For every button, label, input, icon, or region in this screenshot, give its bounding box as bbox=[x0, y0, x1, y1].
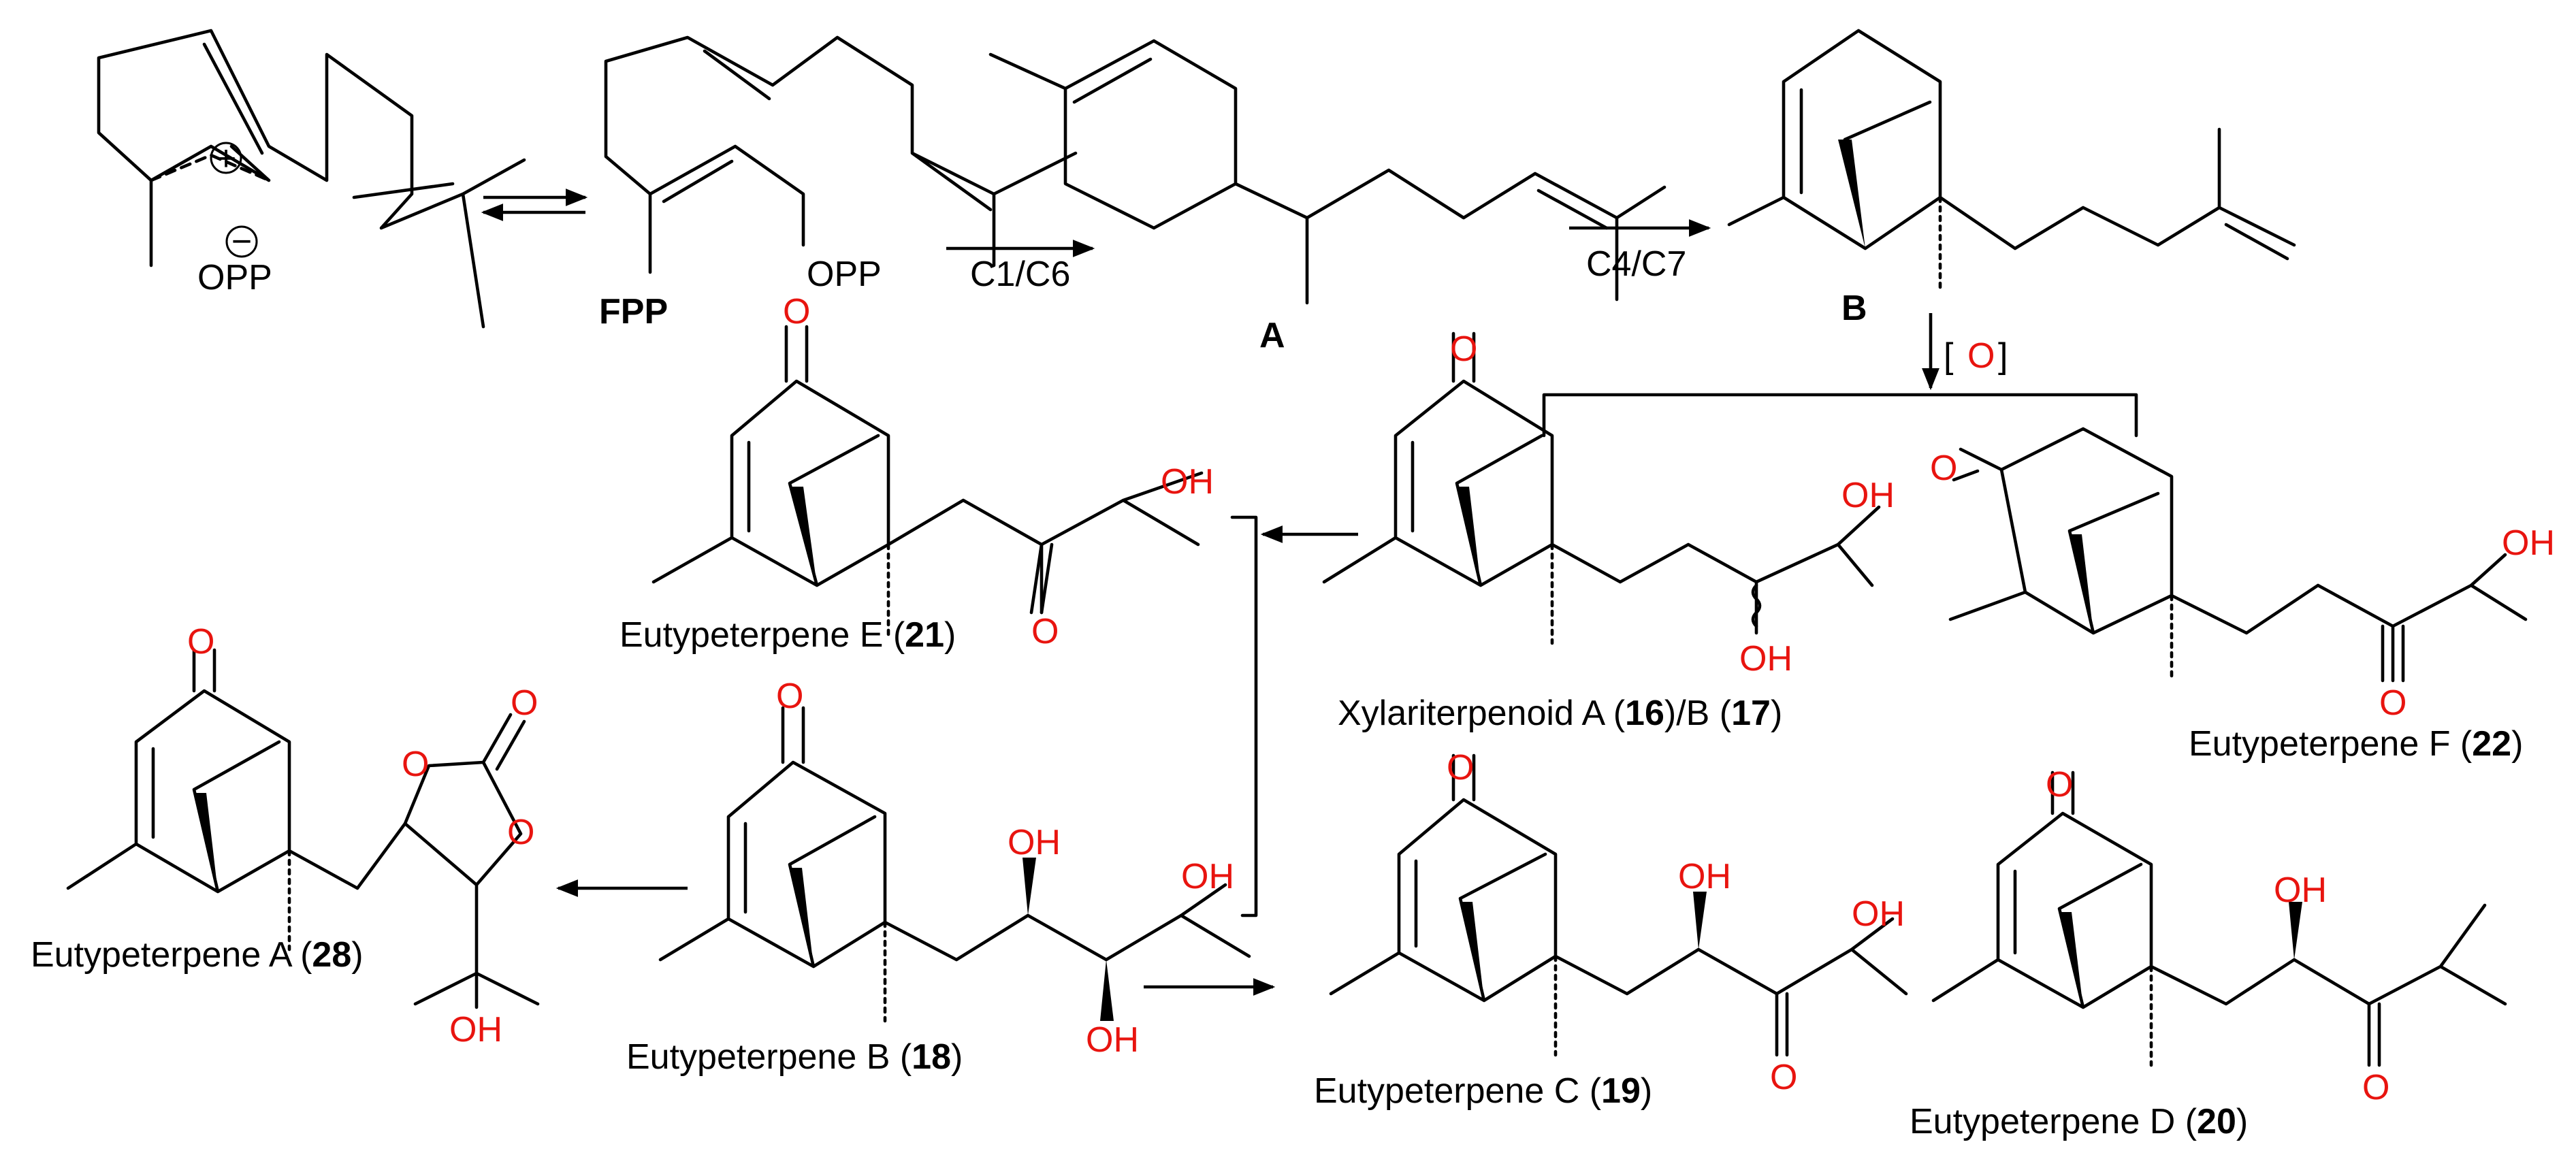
compound-a-structure: A bbox=[988, 39, 1667, 355]
eutypeterpene-a-structure: O O O O OH Eutypeterpene A (28) bbox=[31, 622, 540, 1050]
eutypeterpene-f-structure: O OH O Eutypeterpene F (22) bbox=[1930, 427, 2555, 764]
xyl-ketone-o: O bbox=[1450, 329, 1477, 369]
eutypeterpene-f-label: Eutypeterpene F (22) bbox=[2189, 724, 2523, 764]
a-ketone-o: O bbox=[187, 622, 214, 662]
d-ketone-o: O bbox=[2046, 765, 2073, 805]
b-oh-1: OH bbox=[1008, 823, 1061, 862]
e-ketone-o: O bbox=[783, 292, 810, 331]
d-oh: OH bbox=[2274, 871, 2327, 910]
a-carbonate-o: O bbox=[511, 683, 538, 723]
eutypeterpene-b-label: Eutypeterpene B (18) bbox=[626, 1037, 963, 1077]
b-oh-2: OH bbox=[1181, 857, 1234, 896]
c-ketone-o: O bbox=[1447, 748, 1474, 787]
oxidation-bracket bbox=[1542, 393, 2138, 438]
eutypeterpene-d-label: Eutypeterpene D (20) bbox=[1910, 1102, 2248, 1141]
fpp-label: FPP bbox=[599, 292, 668, 331]
b-oh-3: OH bbox=[1086, 1020, 1139, 1060]
right-bracket-e-b bbox=[1230, 515, 1258, 917]
arrow-c1c6: C1/C6 bbox=[946, 240, 1095, 294]
oxidation-arrow: [ O ] bbox=[1922, 313, 2008, 391]
plus-charge: + bbox=[216, 139, 236, 178]
oxo-bracket-left: [ bbox=[1944, 336, 1954, 376]
a-ring-o-1: O bbox=[402, 745, 429, 784]
eutypeterpene-a-label: Eutypeterpene A (28) bbox=[31, 935, 364, 975]
b-ketone-o: O bbox=[776, 677, 803, 716]
equilibrium-arrows bbox=[481, 189, 588, 221]
c1c6-label: C1/C6 bbox=[970, 255, 1070, 294]
f-oh: OH bbox=[2502, 523, 2555, 563]
f-carbonyl-o: O bbox=[2379, 683, 2406, 723]
fpp-structure: OPP FPP bbox=[599, 35, 1078, 331]
xyl-oh-2: OH bbox=[1739, 639, 1792, 679]
eutypeterpene-c-structure: O OH OH O Eutypeterpene C (19) bbox=[1314, 748, 1908, 1111]
eutypeterpene-d-structure: O OH O Eutypeterpene D (20) bbox=[1910, 765, 2507, 1141]
c-oh-1: OH bbox=[1678, 857, 1731, 896]
opp-label-fpp: OPP bbox=[807, 255, 882, 294]
eutypeterpene-c-label: Eutypeterpene C (19) bbox=[1314, 1071, 1652, 1111]
xyl-oh-1: OH bbox=[1841, 476, 1895, 515]
e-carbonyl-o: O bbox=[1031, 612, 1059, 651]
allyl-cation-structure: + − OPP bbox=[97, 29, 526, 329]
c-oh-2: OH bbox=[1852, 894, 1905, 934]
eutypeterpene-e-structure: O OH O Eutypeterpene E (21) bbox=[619, 292, 1214, 655]
c-carbonyl-o: O bbox=[1770, 1058, 1797, 1097]
xylariterpenoid-label: Xylariterpenoid A (16)/B (17) bbox=[1338, 694, 1782, 733]
minus-charge: − bbox=[231, 222, 252, 261]
c4c7-label: C4/C7 bbox=[1586, 244, 1686, 284]
a-oh: OH bbox=[449, 1010, 502, 1050]
a-ring-o-2: O bbox=[507, 813, 534, 852]
eutypeterpene-e-label: Eutypeterpene E (21) bbox=[619, 615, 956, 655]
eutypeterpene-b-structure: O OH OH OH Eutypeterpene B (18) bbox=[626, 677, 1251, 1077]
b-label: B bbox=[1841, 289, 1867, 328]
oxo-bracket-right: ] bbox=[1998, 336, 2008, 376]
d-carbonyl-o: O bbox=[2362, 1068, 2389, 1107]
f-ketone-o: O bbox=[1930, 449, 1957, 488]
arrow-c4c7: C4/C7 bbox=[1569, 219, 1711, 284]
e-oh: OH bbox=[1161, 462, 1214, 502]
oxo-label: O bbox=[1967, 336, 1995, 376]
opp-label: OPP bbox=[197, 258, 272, 297]
xylariterpenoid-structure: O OH OH Xylariterpenoid A (16)/B (17) bbox=[1322, 329, 1895, 733]
a-label: A bbox=[1259, 316, 1285, 355]
compound-b-structure: B bbox=[1727, 29, 2296, 328]
